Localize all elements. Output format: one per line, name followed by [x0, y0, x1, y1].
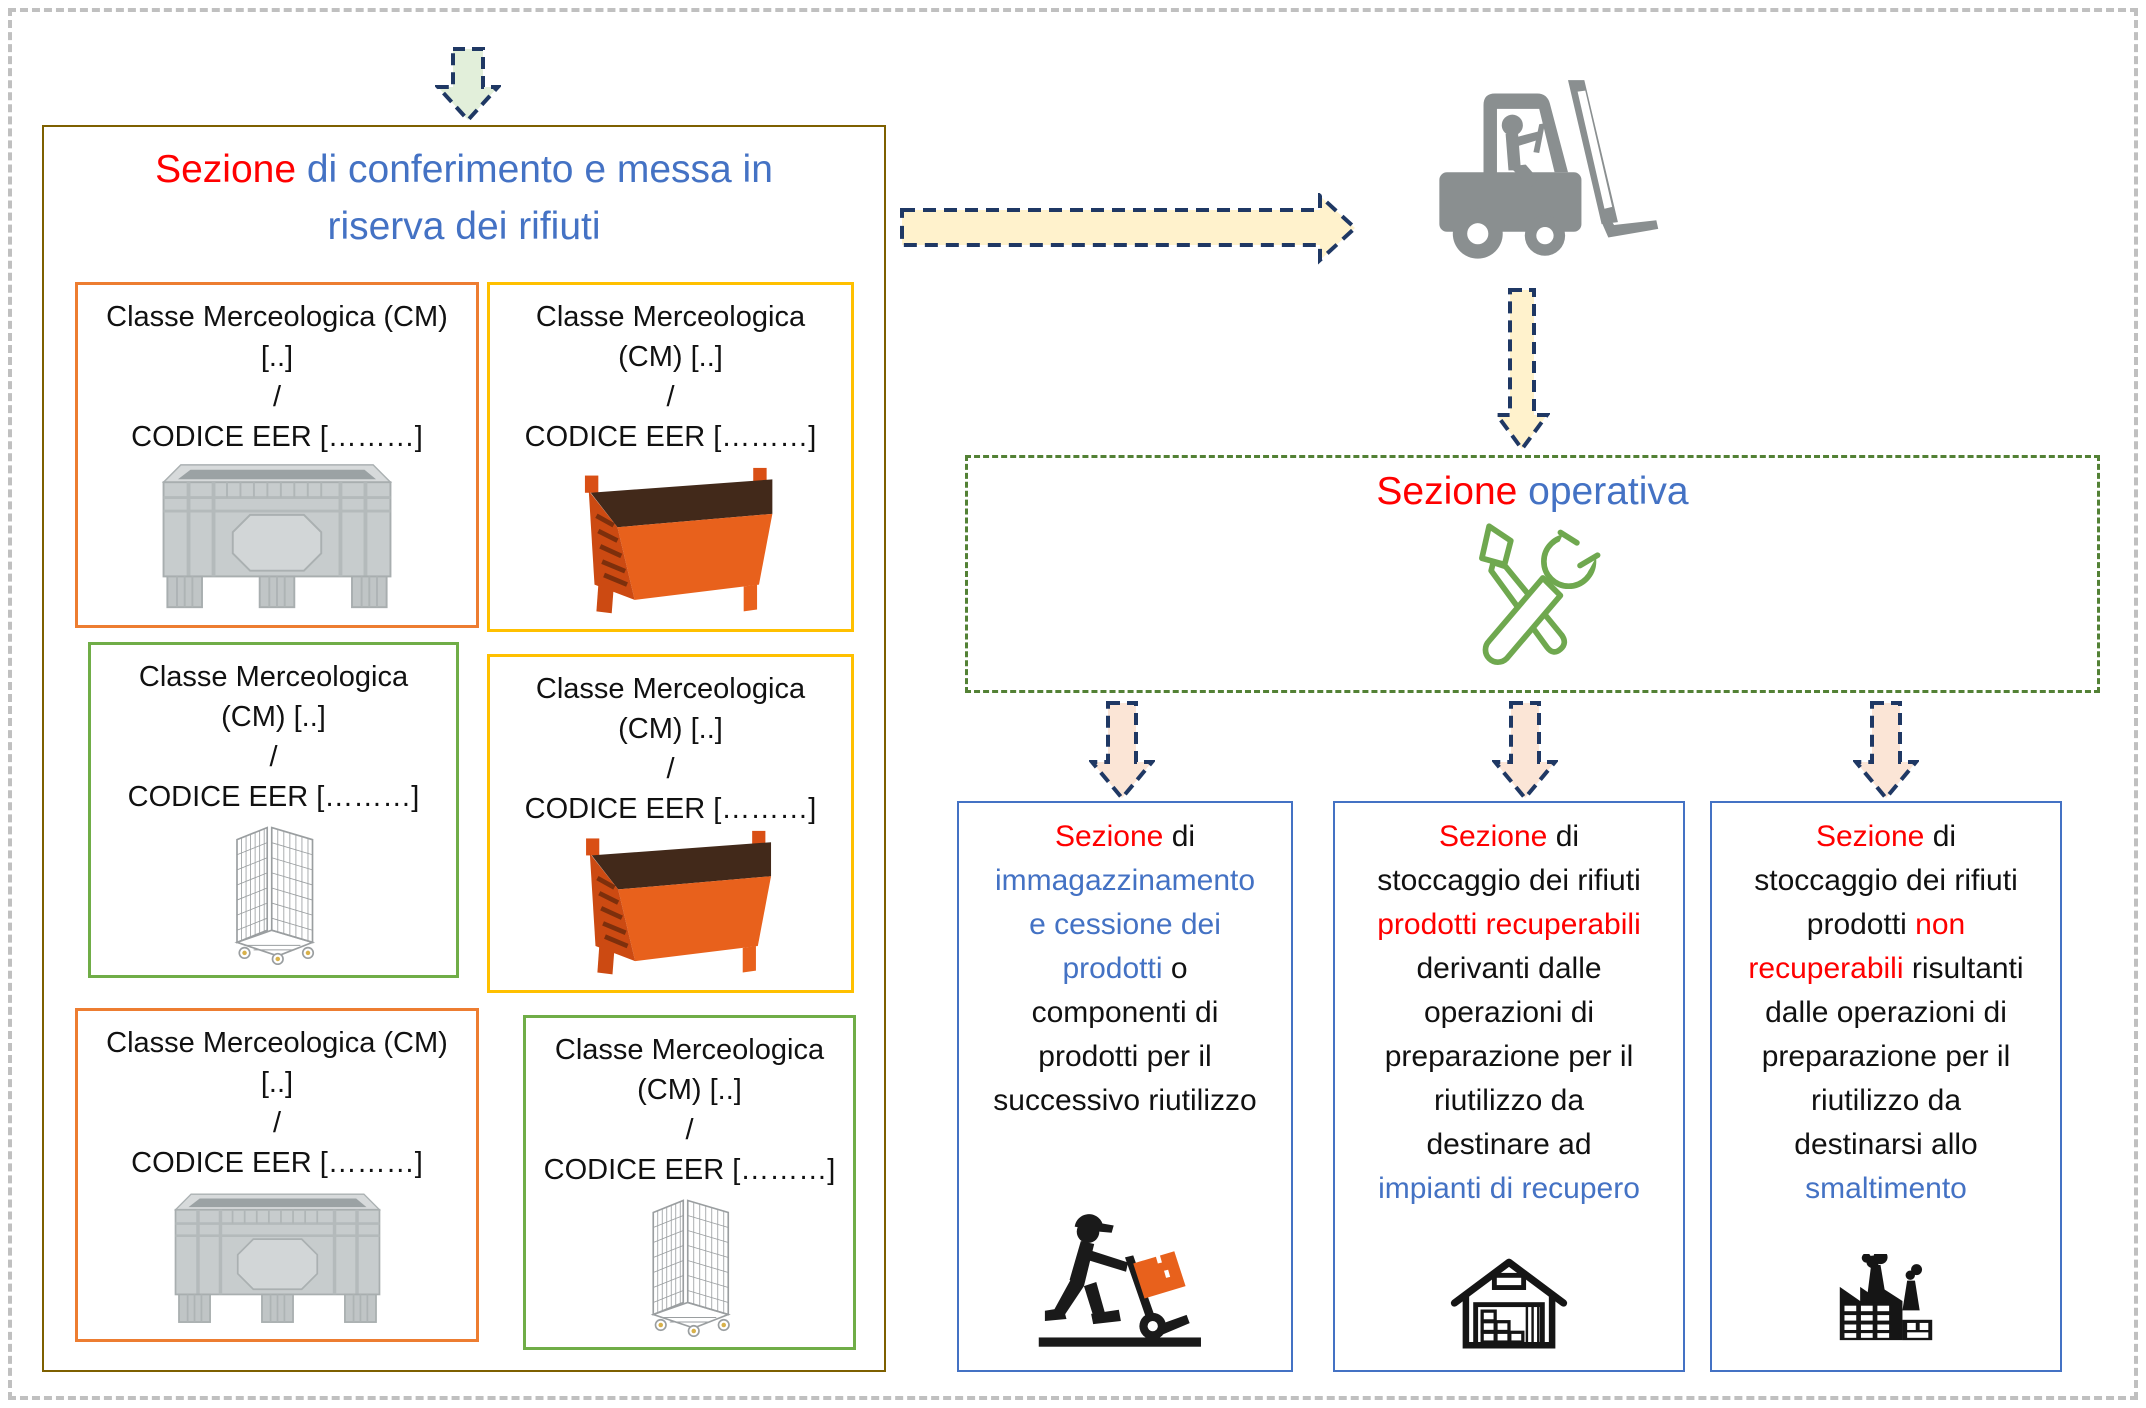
hand-truck-worker-icon	[1038, 1214, 1201, 1347]
cm-box-1: Classe Merceologica (CM)[..]/CODICE EER …	[75, 282, 479, 628]
right-arrow-icon	[900, 193, 1358, 265]
cm-box-5-label: Classe Merceologica (CM)[..]/CODICE EER …	[106, 1027, 448, 1179]
factory-icon	[1839, 1254, 1933, 1341]
down-arrow-icon	[1089, 701, 1155, 802]
grey-pallet-box-image	[161, 462, 393, 610]
mesh-trolley-image	[235, 826, 314, 965]
cm-box-3-label: Classe Merceologica(CM) [..]/CODICE EER …	[127, 661, 420, 813]
tools-icon	[1455, 518, 1610, 673]
down-arrow-icon	[1494, 288, 1550, 453]
cm-box-4: Classe Merceologica(CM) [..]/CODICE EER …	[487, 654, 854, 993]
forklift-icon	[1439, 80, 1659, 259]
cm-box-3: Classe Merceologica(CM) [..]/CODICE EER …	[88, 642, 459, 978]
warehouse-icon	[1448, 1254, 1570, 1352]
down-arrow-icon	[435, 47, 501, 123]
cm-box-1-label: Classe Merceologica (CM)[..]/CODICE EER …	[106, 301, 448, 453]
grey-pallet-box-image	[173, 1192, 381, 1324]
down-arrow-icon	[1492, 701, 1558, 802]
operativa-section-title: Sezione operativa	[1376, 470, 1689, 513]
cm-box-2: Classe Merceologica(CM) [..]/CODICE EER …	[487, 282, 854, 632]
operativa-section-box: Sezione operativa	[965, 455, 2100, 693]
down-arrow-icon	[1853, 701, 1919, 802]
cm-box-2-label: Classe Merceologica(CM) [..]/CODICE EER …	[524, 301, 817, 453]
orange-stillage-image	[556, 466, 786, 619]
cm-box-5: Classe Merceologica (CM)[..]/CODICE EER …	[75, 1008, 479, 1342]
cm-box-6: Classe Merceologica(CM) [..]/CODICE EER …	[523, 1015, 856, 1350]
mesh-trolley-image	[651, 1199, 730, 1337]
orange-stillage-image	[557, 829, 785, 980]
cm-box-6-label: Classe Merceologica(CM) [..]/CODICE EER …	[543, 1034, 836, 1186]
cm-box-4-label: Classe Merceologica(CM) [..]/CODICE EER …	[524, 673, 817, 825]
